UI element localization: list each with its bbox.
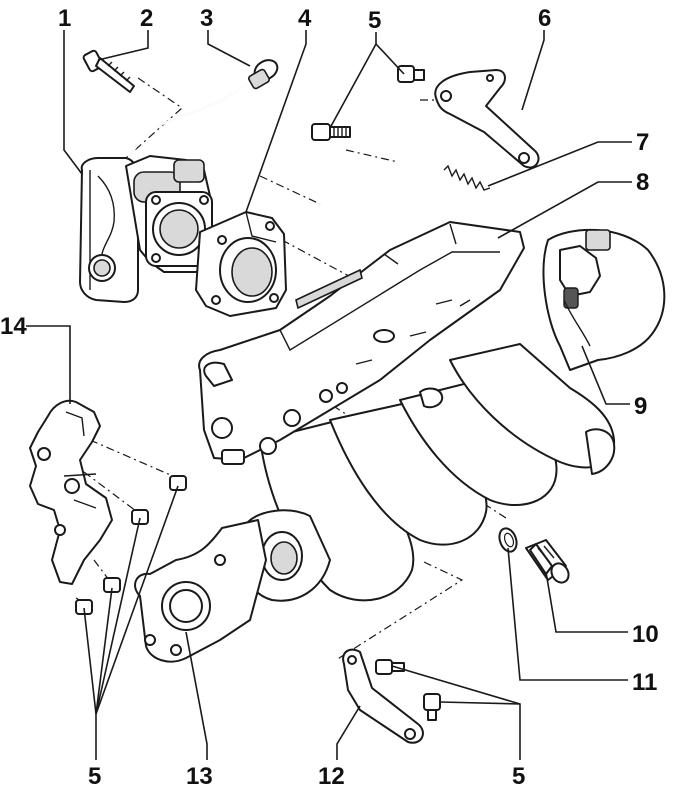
callout-5-bottom-left: 5 — [88, 763, 101, 790]
flange-part-4 — [195, 211, 287, 317]
callout-1: 1 — [58, 5, 71, 32]
callout-2: 2 — [140, 5, 153, 32]
callout-4: 4 — [298, 5, 312, 32]
bracket-part-12 — [342, 648, 424, 744]
callout-5-top: 5 — [368, 7, 381, 34]
bolts-part-5-top — [311, 65, 425, 141]
bracket-part-6 — [434, 69, 540, 169]
gasket-part-13 — [134, 519, 267, 663]
spring-part-7 — [443, 164, 491, 191]
intake-manifold-part-8 — [198, 221, 616, 602]
bracket-part-14 — [29, 399, 113, 585]
bolt-part-2 — [82, 49, 135, 93]
fitting-part-10 — [525, 539, 570, 584]
callout-9: 9 — [634, 393, 647, 420]
inset-detail-part-9 — [542, 228, 666, 371]
callout-5-bottom-right: 5 — [512, 763, 525, 790]
callout-6: 6 — [538, 5, 551, 32]
callout-8: 8 — [636, 169, 649, 196]
callout-3: 3 — [200, 5, 213, 32]
callout-14: 14 — [0, 313, 27, 340]
callout-12: 12 — [318, 763, 345, 790]
cable-part-3 — [127, 59, 279, 161]
callout-labels: 1 2 3 4 5 6 7 8 9 10 11 14 5 13 12 5 — [0, 5, 659, 790]
callout-10: 10 — [632, 621, 659, 648]
callout-7: 7 — [636, 129, 649, 156]
throttle-body-part-1 — [79, 155, 213, 303]
callout-13: 13 — [186, 763, 213, 790]
leader-lines — [26, 30, 632, 760]
sealing-ring-part-11 — [498, 527, 518, 553]
callout-11: 11 — [632, 669, 657, 696]
